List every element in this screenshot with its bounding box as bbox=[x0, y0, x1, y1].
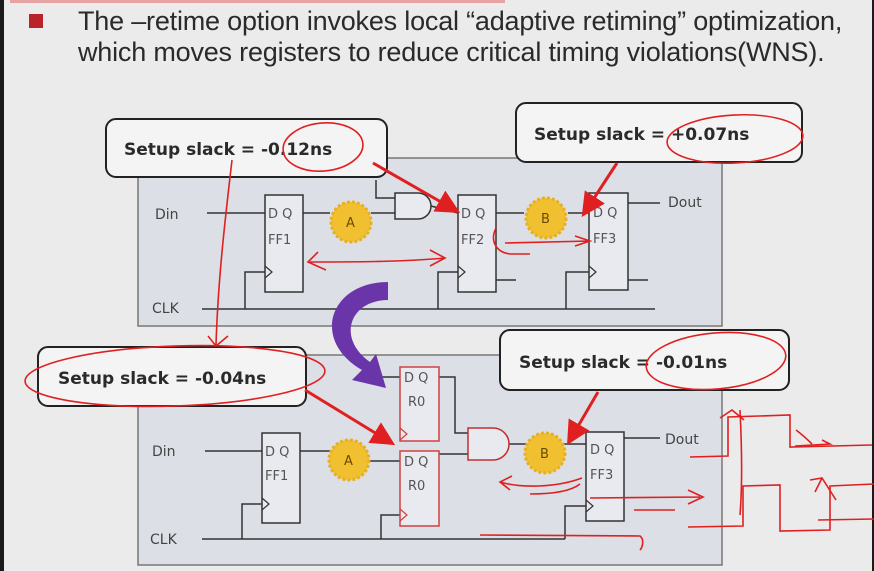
before-ff1: D Q FF1 bbox=[264, 194, 304, 293]
before-panel-bg bbox=[137, 157, 723, 327]
annotation-stroke bbox=[498, 475, 583, 495]
retiming-transform-arrow-icon bbox=[331, 282, 388, 388]
after-ff3: D Q FF3 bbox=[585, 431, 625, 522]
before-clk-label: CLK bbox=[152, 301, 180, 317]
after-wires bbox=[202, 376, 660, 540]
bullet-text: The –retime option invokes local “adapti… bbox=[78, 6, 843, 67]
after-logic-cloud-b: B bbox=[523, 431, 567, 475]
before-dout-label: Dout bbox=[668, 195, 702, 211]
hand-drawn-waveform-top bbox=[689, 414, 873, 458]
before-and-gate bbox=[394, 192, 432, 220]
before-ff2-pins: D Q bbox=[461, 207, 485, 222]
circle-slack-after-left bbox=[24, 344, 326, 408]
before-ff3-label: FF3 bbox=[593, 232, 616, 247]
before-cloud-a-label: A bbox=[346, 216, 355, 231]
callout-pointers bbox=[304, 161, 619, 446]
bullet-marker-icon bbox=[29, 14, 43, 28]
after-r0-top-pins: D Q bbox=[404, 371, 428, 386]
before-ff1-pins: D Q bbox=[268, 207, 292, 222]
before-callout-left: Setup slack = -0.12ns bbox=[105, 118, 388, 178]
pointer-to-after-ff3 bbox=[566, 391, 600, 446]
before-ff2-label: FF2 bbox=[461, 233, 484, 248]
after-callout-right: Setup slack = -0.01ns bbox=[499, 329, 790, 391]
svg-text:Setup slack = +0.07ns: Setup slack = +0.07ns bbox=[534, 125, 749, 145]
after-r0-bottom: D Q R0 bbox=[399, 450, 440, 527]
callout-label: Setup slack = bbox=[124, 140, 261, 160]
callout-label: Setup slack = bbox=[519, 353, 656, 373]
after-dout-label: Dout bbox=[665, 432, 699, 448]
handwritten-annotations bbox=[24, 113, 874, 551]
after-ff3-pins: D Q bbox=[590, 443, 614, 458]
after-r0-top: D Q R0 bbox=[399, 366, 440, 442]
pointer-to-ff2 bbox=[372, 161, 461, 213]
after-ff1: D Q FF1 bbox=[261, 432, 301, 524]
window-left-border bbox=[0, 0, 4, 571]
before-logic-cloud-a: A bbox=[329, 200, 373, 244]
callout-value: +0.07ns bbox=[671, 125, 749, 145]
callout-value: -0.01ns bbox=[656, 353, 727, 373]
before-ff1-label: FF1 bbox=[268, 233, 291, 248]
after-ff3-label: FF3 bbox=[590, 468, 613, 483]
window-right-border bbox=[872, 0, 874, 571]
callout-value: -0.04ns bbox=[195, 369, 266, 389]
before-cloud-b-label: B bbox=[541, 212, 550, 227]
callout-label: Setup slack = bbox=[534, 125, 671, 145]
pointer-to-ff3 bbox=[581, 162, 619, 218]
after-and-gate bbox=[467, 427, 510, 461]
annotation-stroke bbox=[207, 335, 229, 348]
circle-slack-before-right bbox=[666, 113, 804, 165]
callout-value: -0.12ns bbox=[261, 140, 332, 160]
annotation-stroke bbox=[817, 518, 874, 521]
after-din-label: Din bbox=[152, 444, 176, 460]
after-logic-cloud-a: A bbox=[327, 438, 371, 482]
before-logic-cloud-b: B bbox=[524, 196, 568, 240]
callout-label: Setup slack = bbox=[58, 369, 195, 389]
annotation-stroke bbox=[492, 227, 593, 255]
before-din-label: Din bbox=[155, 207, 179, 223]
svg-text:Setup slack = -0.01ns: Setup slack = -0.01ns bbox=[519, 353, 727, 373]
before-ff3-pins: D Q bbox=[593, 206, 617, 221]
after-callout-left: Setup slack = -0.04ns bbox=[37, 346, 307, 407]
svg-text:Setup slack = -0.12ns: Setup slack = -0.12ns bbox=[124, 140, 332, 160]
svg-text:Setup slack = -0.04ns: Setup slack = -0.04ns bbox=[58, 369, 266, 389]
before-panel: Din CLK Dout D Q FF1 bbox=[137, 157, 723, 327]
before-ff2: D Q FF2 bbox=[457, 194, 497, 293]
after-ff1-label: FF1 bbox=[265, 469, 288, 484]
after-cloud-b-label: B bbox=[540, 447, 549, 462]
after-r0-bottom-label: R0 bbox=[408, 479, 425, 494]
after-r0-bottom-pins: D Q bbox=[404, 455, 428, 470]
circle-slack-after-right bbox=[645, 331, 787, 391]
annotation-stroke bbox=[306, 249, 447, 271]
before-callout-right: Setup slack = +0.07ns bbox=[515, 102, 803, 163]
pointer-to-r0 bbox=[304, 388, 396, 446]
after-r0-top-label: R0 bbox=[408, 395, 425, 410]
hand-drawn-waveform-divider bbox=[739, 409, 743, 516]
before-ff3: D Q FF3 bbox=[588, 192, 629, 291]
after-ff1-pins: D Q bbox=[265, 445, 289, 460]
title-underline bbox=[10, 0, 505, 3]
annotation-stroke bbox=[215, 159, 233, 346]
after-clk-label: CLK bbox=[150, 532, 178, 548]
circle-slack-before-left bbox=[282, 122, 364, 172]
annotation-stroke bbox=[809, 477, 837, 501]
after-cloud-a-label: A bbox=[344, 454, 353, 469]
annotation-stroke bbox=[719, 409, 834, 447]
hand-drawn-waveform-bottom bbox=[687, 483, 874, 532]
annotation-stroke bbox=[479, 489, 705, 551]
